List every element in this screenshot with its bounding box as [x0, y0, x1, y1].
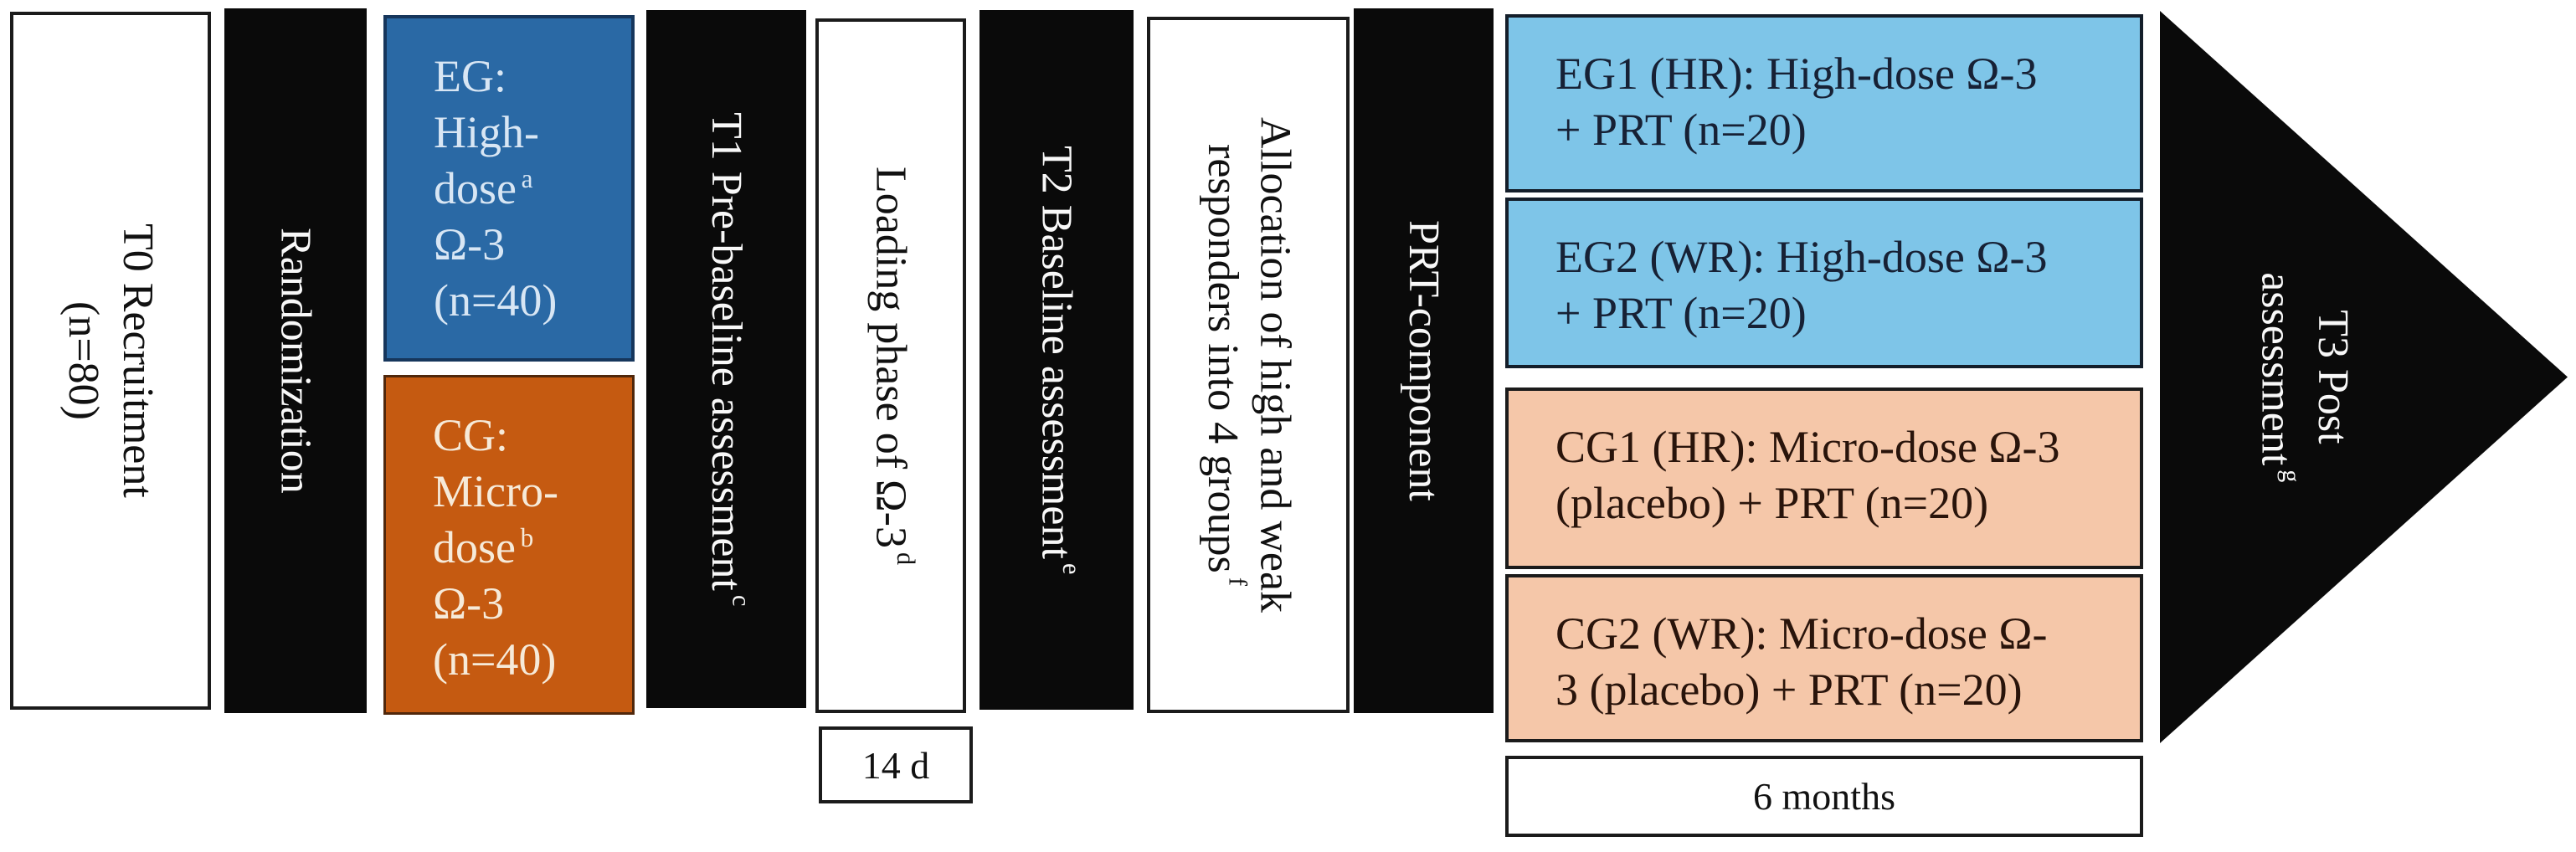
cg-line-4: Ω-3 [433, 578, 505, 629]
t3-post-assessment-arrow: T3 Post assessmentg [2160, 11, 2568, 743]
cg-line-1: CG: [433, 410, 509, 460]
prt-duration-label: 6 months [1753, 775, 1895, 818]
t0-line-2: (n=80) [59, 301, 107, 420]
prt-component-label: PRT-component [1400, 220, 1447, 501]
cg1-group-label: CG1 (HR): Micro-dose Ω-3 (placebo) + PRT… [1509, 391, 2140, 531]
eg-line-2: High- [434, 107, 539, 157]
allocation-line-2: responders into 4 groupsf [1199, 143, 1252, 587]
t0-recruitment-box: T0 Recruitment (n=80) [10, 12, 211, 710]
t0-line-1: T0 Recruitment [114, 223, 162, 498]
cg2-line-2: 3 (placebo) + PRT (n=20) [1555, 665, 2023, 715]
eg1-group-label: EG1 (HR): High-dose Ω-3 + PRT (n=20) [1509, 18, 2140, 158]
t3-line-2: assessmentg [2252, 271, 2306, 483]
t3-line-1: T3 Post [2309, 310, 2357, 444]
randomization-box: Randomization [224, 8, 367, 713]
loading-duration-label: 14 d [861, 743, 930, 787]
cg1-line-1: CG1 (HR): Micro-dose Ω-3 [1555, 422, 2060, 472]
eg2-group-label: EG2 (WR): High-dose Ω-3 + PRT (n=20) [1509, 201, 2140, 341]
t1-pre-baseline-box: T1 Pre-baseline assessmentc [646, 10, 806, 708]
allocation-line-1: Allocation of high and weak [1251, 116, 1299, 613]
cg1-group-box: CG1 (HR): Micro-dose Ω-3 (placebo) + PRT… [1505, 388, 2143, 569]
cg1-line-2: (placebo) + PRT (n=20) [1555, 478, 1989, 528]
t3-post-assessment-label: T3 Post assessmentg [2248, 272, 2361, 483]
cg2-line-1: CG2 (WR): Micro-dose Ω- [1555, 608, 2048, 659]
cg2-group-box: CG2 (WR): Micro-dose Ω- 3 (placebo) + PR… [1505, 574, 2143, 742]
prt-component-box: PRT-component [1354, 8, 1494, 713]
eg2-line-1: EG2 (WR): High-dose Ω-3 [1555, 232, 2048, 282]
cg-line-5: (n=40) [433, 634, 557, 685]
allocation-box: Allocation of high and weak responders i… [1147, 17, 1350, 713]
loading-phase-label: Loading phase of Ω-3d [866, 166, 920, 566]
t0-recruitment-label: T0 Recruitment (n=80) [56, 223, 165, 498]
eg-line-1: EG: [434, 51, 506, 101]
loading-duration-box: 14 d [819, 726, 973, 803]
eg-line-5: (n=40) [434, 275, 558, 326]
prt-duration-box: 6 months [1505, 756, 2143, 837]
t2-baseline-label: T2 Baseline assessmente [1032, 145, 1086, 575]
eg1-group-box: EG1 (HR): High-dose Ω-3 + PRT (n=20) [1505, 14, 2143, 192]
eg2-group-box: EG2 (WR): High-dose Ω-3 + PRT (n=20) [1505, 198, 2143, 368]
eg1-line-2: + PRT (n=20) [1555, 105, 1807, 155]
eg1-line-1: EG1 (HR): High-dose Ω-3 [1555, 49, 2038, 99]
eg-line-4: Ω-3 [434, 219, 506, 269]
t2-baseline-box: T2 Baseline assessmente [979, 10, 1134, 710]
cg2-group-label: CG2 (WR): Micro-dose Ω- 3 (placebo) + PR… [1509, 577, 2140, 718]
t1-pre-baseline-label: T1 Pre-baseline assessmentc [702, 111, 756, 607]
allocation-label: Allocation of high and weak responders i… [1196, 117, 1301, 613]
loading-phase-box: Loading phase of Ω-3d [815, 18, 966, 713]
eg2-line-2: + PRT (n=20) [1555, 288, 1807, 338]
cg-line-2: Micro- [433, 466, 558, 516]
randomization-label: Randomization [271, 228, 320, 494]
